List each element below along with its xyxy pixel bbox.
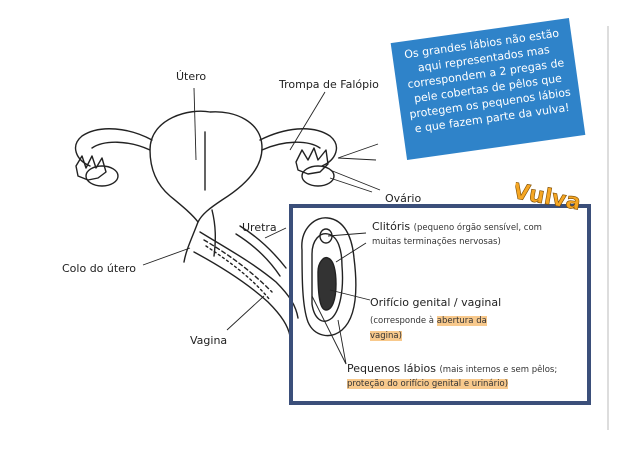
opening-name: Orifício genital / vaginal	[370, 296, 502, 309]
labia-minora-desc-2: proteção do orifício genital e urinário)	[347, 379, 509, 390]
vulva-box	[289, 204, 591, 405]
opening-desc-1: (corresponde à	[370, 316, 435, 326]
label-uterus: Útero	[176, 70, 207, 83]
opening-desc-2: vagina)	[370, 331, 402, 342]
label-ovary: Ovário	[385, 192, 422, 205]
labia-minora-label: Pequenos lábios (mais internos e sem pêl…	[347, 362, 557, 376]
labia-minora-desc-highlight: proteção do orifício genital e urinário)	[347, 379, 509, 389]
label-fallopian-tube: Trompa de Falópio	[279, 78, 379, 91]
clitoris-desc: (pequeno órgão sensível, com	[413, 223, 542, 233]
label-urethra: Uretra	[242, 221, 277, 234]
opening-desc-highlight: abertura da	[436, 316, 487, 326]
vulva-title: Vulva	[512, 179, 583, 216]
opening-desc-highlight-2: vagina)	[370, 331, 402, 341]
label-vagina: Vagina	[190, 334, 228, 347]
clitoris-name: Clitóris	[372, 220, 411, 233]
labia-minora-name: Pequenos lábios	[347, 362, 436, 375]
clitoris-desc-2: muitas terminações nervosas)	[372, 237, 501, 247]
opening-desc: (corresponde à abertura da	[370, 316, 487, 327]
labia-minora-desc: (mais internos e sem pêlos;	[439, 365, 558, 375]
clitoris-label: Clitóris (pequeno órgão sensível, com	[372, 220, 542, 234]
label-cervix: Colo do útero	[62, 262, 136, 275]
labia-majora-callout: Os grandes lábios não estão aqui represe…	[390, 18, 586, 160]
